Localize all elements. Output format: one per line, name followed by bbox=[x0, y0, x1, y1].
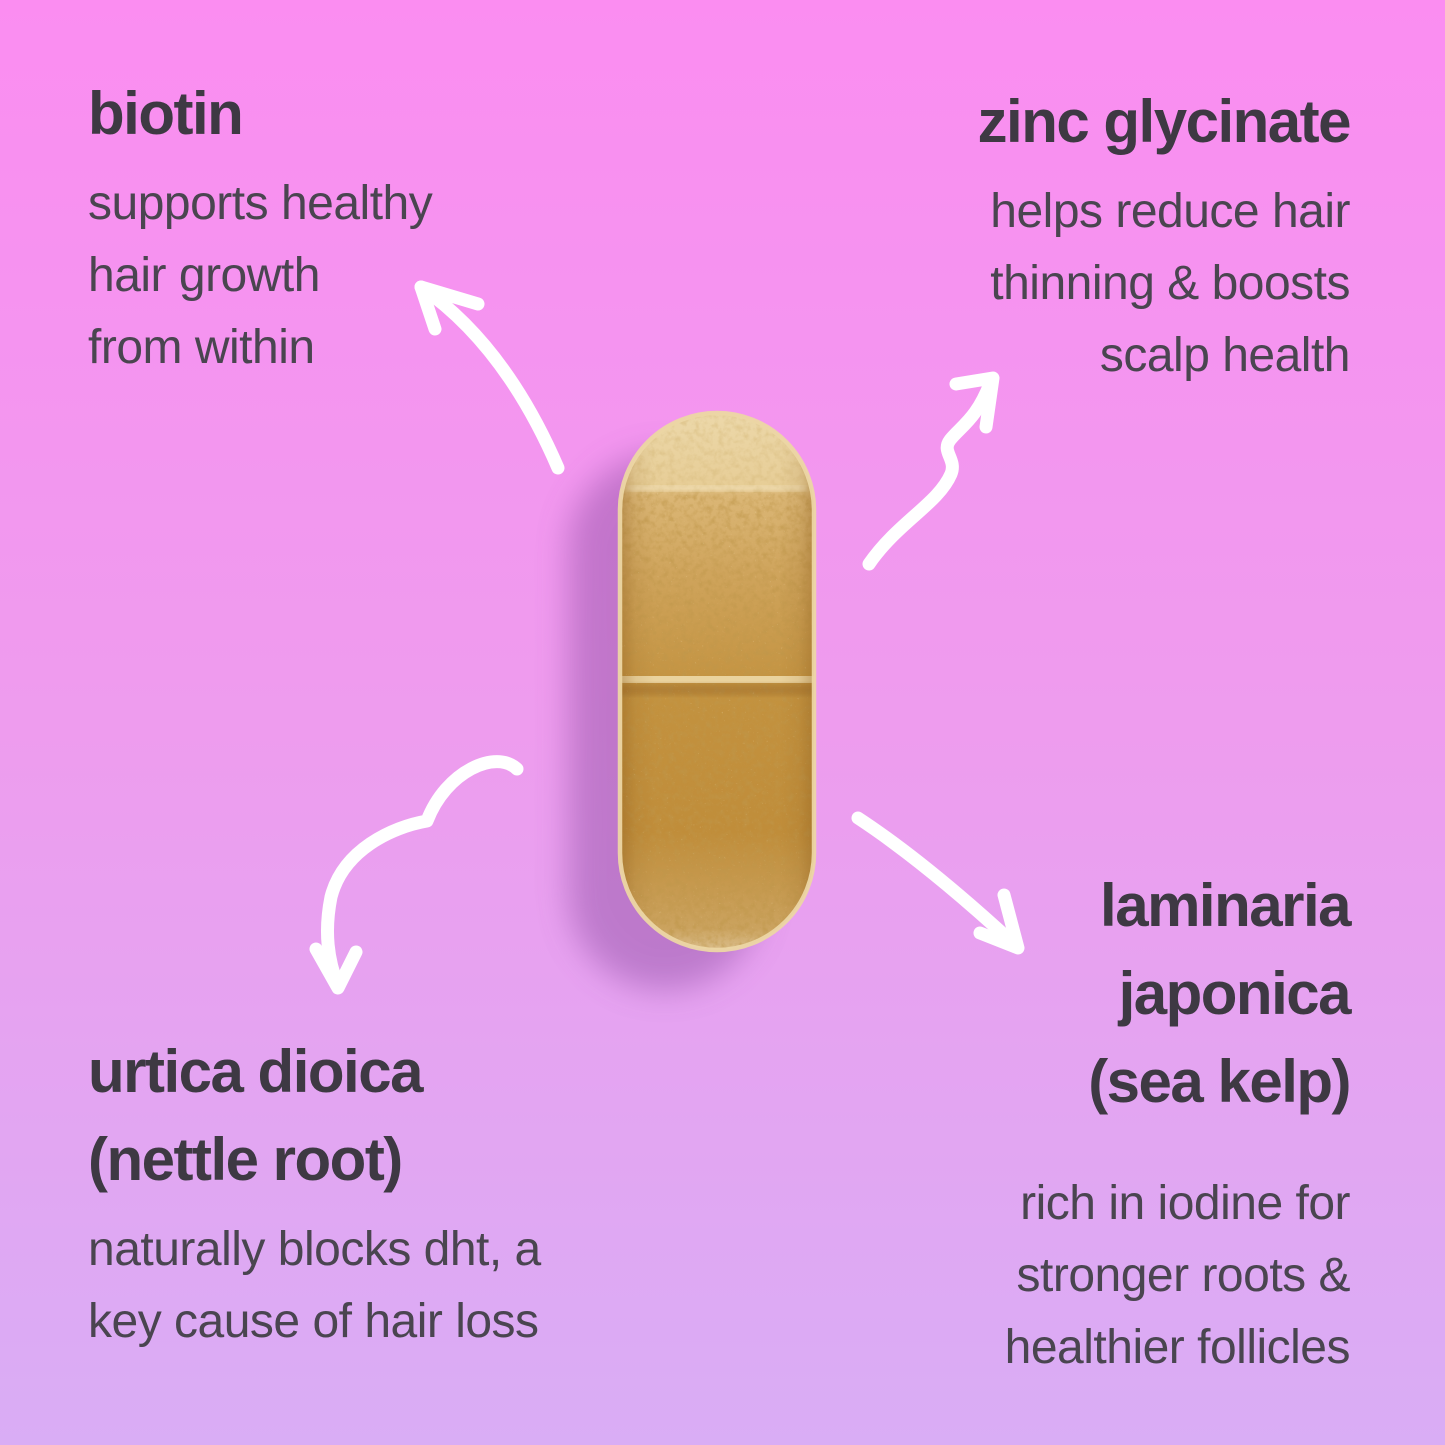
ingredient-name: zinc glycinate bbox=[977, 88, 1352, 155]
ingredient-description: naturally blocks dht, a key cause of hai… bbox=[88, 1223, 541, 1348]
arrow-to-biotin bbox=[414, 280, 565, 475]
arrow-to-zinc-glycinate bbox=[862, 371, 1000, 571]
ingredient-nettle-root: urtica dioica (nettle root) naturally bl… bbox=[88, 1028, 541, 1358]
arrow-to-nettle-root bbox=[309, 755, 524, 995]
ingredient-name: urtica dioica (nettle root) bbox=[88, 1038, 423, 1193]
ingredient-name: biotin bbox=[88, 80, 244, 147]
capsule-rim-highlight bbox=[617, 410, 817, 953]
ingredient-description: helps reduce hair thinning & boosts scal… bbox=[990, 185, 1350, 382]
arrow-to-sea-kelp bbox=[851, 811, 1025, 955]
ingredient-name: laminaria japonica (sea kelp) bbox=[1088, 872, 1351, 1115]
ingredient-zinc-glycinate: zinc glycinate helps reduce hair thinnin… bbox=[977, 78, 1352, 392]
ingredient-sea-kelp: laminaria japonica (sea kelp) rich in io… bbox=[1004, 862, 1352, 1384]
ingredient-description: rich in iodine for stronger roots & heal… bbox=[1004, 1177, 1351, 1374]
capsule-photo bbox=[617, 410, 817, 953]
ingredient-description: supports healthy hair growth from within bbox=[88, 177, 433, 374]
ingredient-biotin: biotin supports healthy hair growth from… bbox=[88, 70, 433, 384]
capsule-side-shading bbox=[620, 413, 814, 950]
